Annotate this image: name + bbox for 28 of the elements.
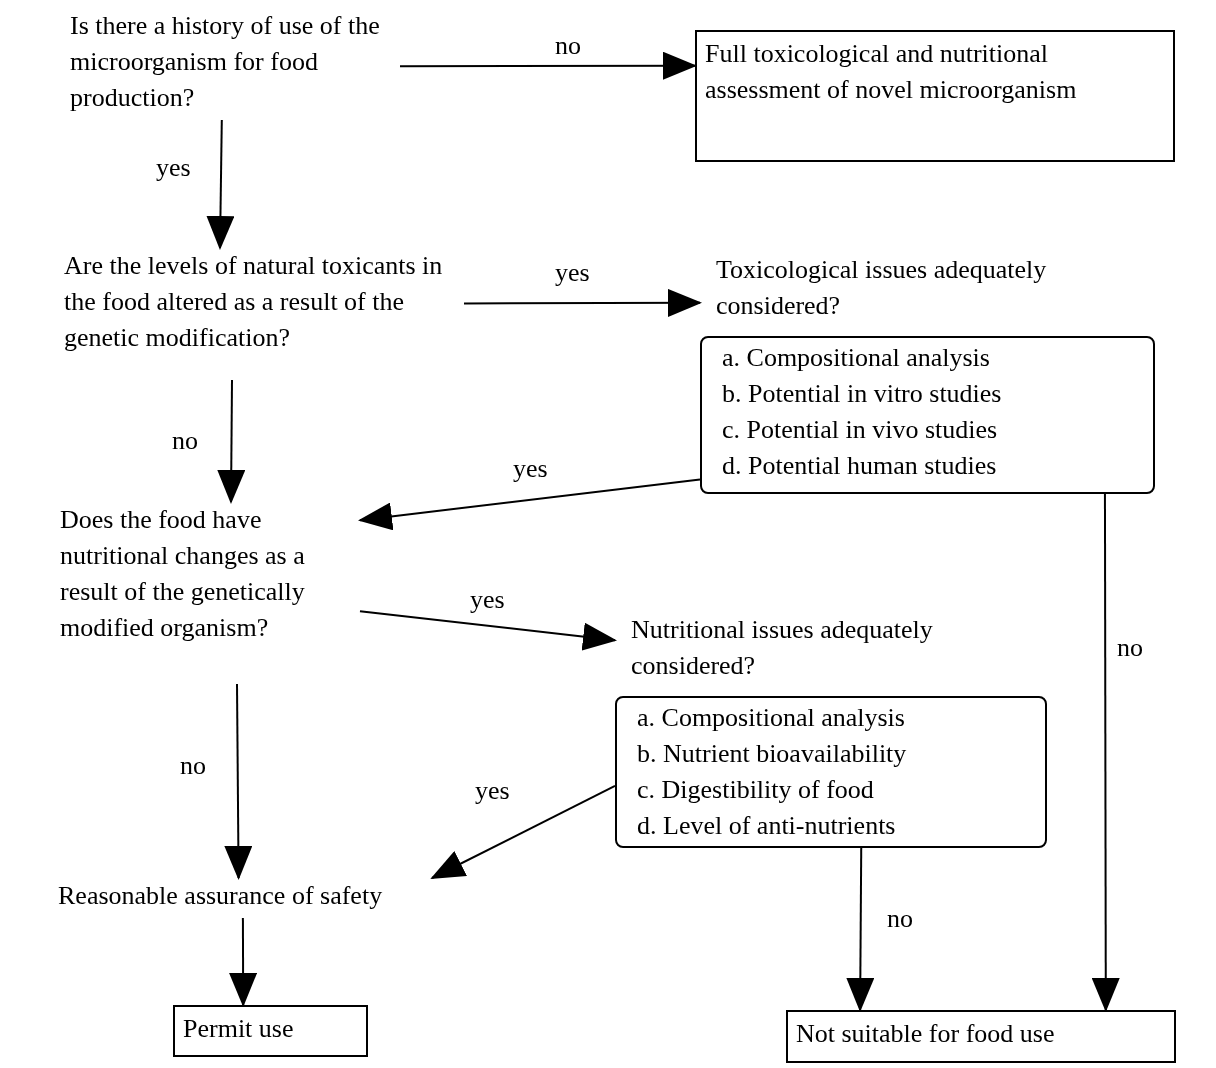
outcome-box: Not suitable for food use (786, 1010, 1176, 1063)
outcome-box: Full toxicological and nutritional assessment of novel microorganism (695, 30, 1175, 162)
criteria-item: a. Compositional analysis (722, 342, 991, 374)
criteria-item: c. Potential in vivo studies (722, 414, 999, 446)
arrow (846, 846, 875, 1012)
arrow (229, 917, 258, 1007)
arrow (358, 478, 701, 531)
arrow (399, 51, 697, 80)
criteria-item: d. Potential human studies (722, 450, 998, 482)
criteria-item: a. Compositional analysis (637, 702, 906, 734)
question-text: Are the levels of natural toxicants in the food altered as a result of the genetic modification? (64, 248, 464, 380)
outcome-box: Permit use (173, 1005, 368, 1057)
criteria-item: c. Digestibility of food (637, 774, 875, 806)
arrow (1091, 493, 1120, 1012)
question-text: Reasonable assurance of safety (58, 878, 488, 918)
arrow (206, 119, 235, 250)
question-text: Does the food have nutritional changes as a result of the genetically modified organism? (60, 502, 360, 684)
arrow (217, 379, 246, 504)
question-text: Toxicological issues adequately considered? (715, 254, 1048, 322)
arrow (463, 288, 702, 317)
criteria-item: b. Potential in vitro studies (722, 378, 1003, 410)
question-text: Nutritional issues adequately considered? (630, 614, 934, 682)
arrow (430, 784, 616, 879)
criteria-item: d. Level of anti-nutrients (637, 810, 897, 842)
arrow (359, 610, 617, 651)
arrow (224, 683, 253, 880)
question-text: Is there a history of use of the microorganism for food production? (70, 8, 400, 120)
criteria-item: b. Nutrient bioavailability (637, 738, 908, 770)
